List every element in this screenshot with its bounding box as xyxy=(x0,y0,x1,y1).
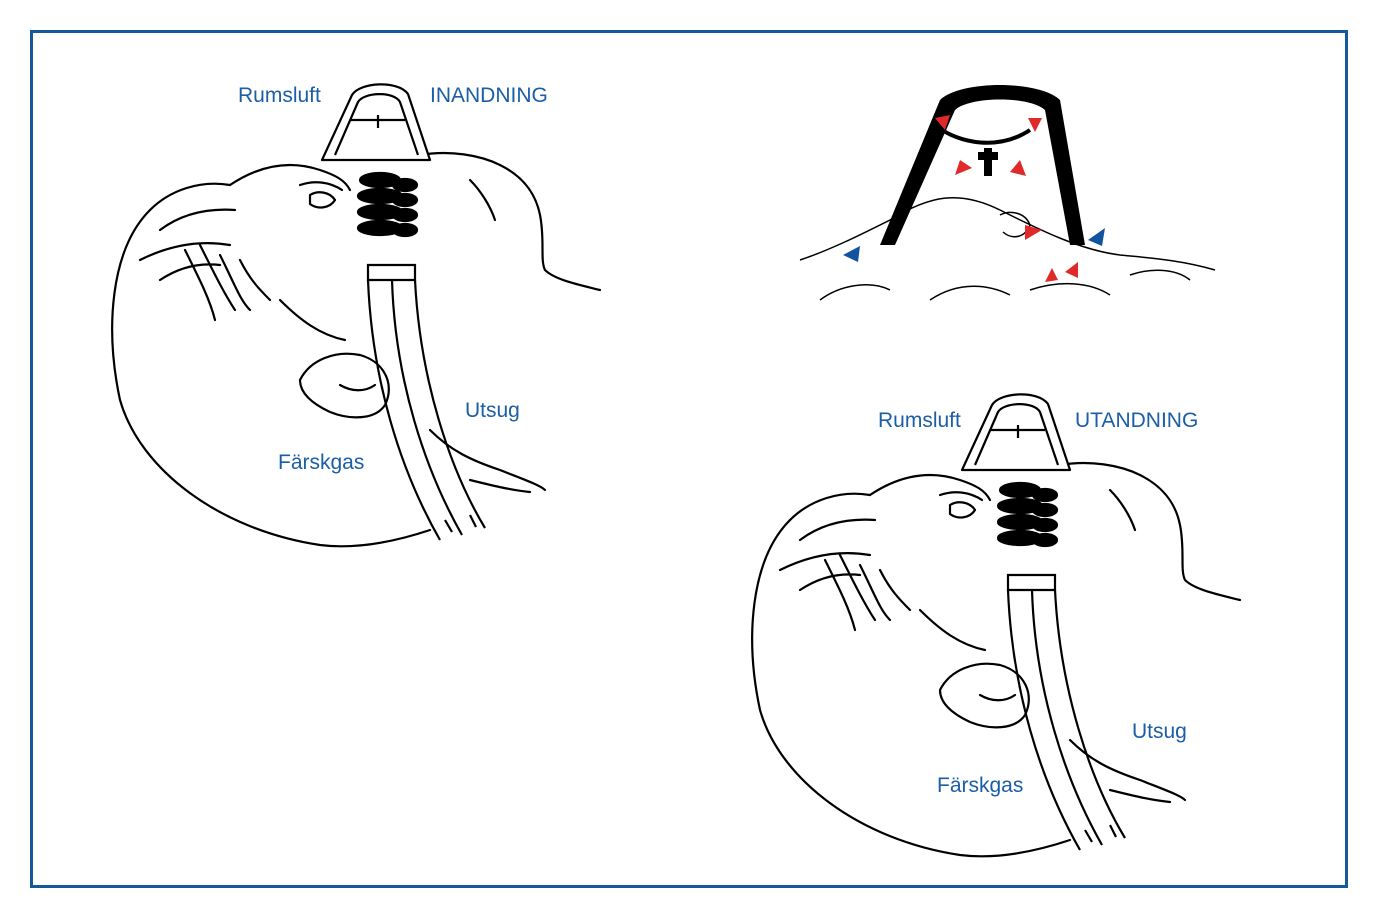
mask-seal-curve xyxy=(935,125,1030,143)
mask-shell-section xyxy=(880,85,1085,245)
tube-connector-exhale xyxy=(998,483,1057,546)
inhale-phase-label: INANDNING xyxy=(430,85,548,106)
inhale-fresh-gas-label: Färskgas xyxy=(278,452,364,473)
exhale-phase-label: UTANDNING xyxy=(1075,410,1198,431)
tube-connector-inhale xyxy=(358,173,417,236)
exhale-exhaust-label: Utsug xyxy=(1132,721,1187,742)
exhale-fresh-gas-label: Färskgas xyxy=(937,775,1023,796)
patient-head-inhale-icon xyxy=(112,153,600,546)
valve-icon xyxy=(978,148,998,176)
exhale-room-air-label: Rumsluft xyxy=(878,410,961,431)
inhale-room-air-label: Rumsluft xyxy=(238,85,321,106)
inhale-exhaust-label: Utsug xyxy=(465,400,520,421)
patient-head-exhale-icon xyxy=(752,463,1240,856)
hoses-exhale xyxy=(1008,575,1125,850)
mask-cross-section xyxy=(800,198,1215,300)
nasal-mask-inhale-icon xyxy=(322,84,430,160)
nasal-mask-exhale-icon xyxy=(962,394,1070,470)
